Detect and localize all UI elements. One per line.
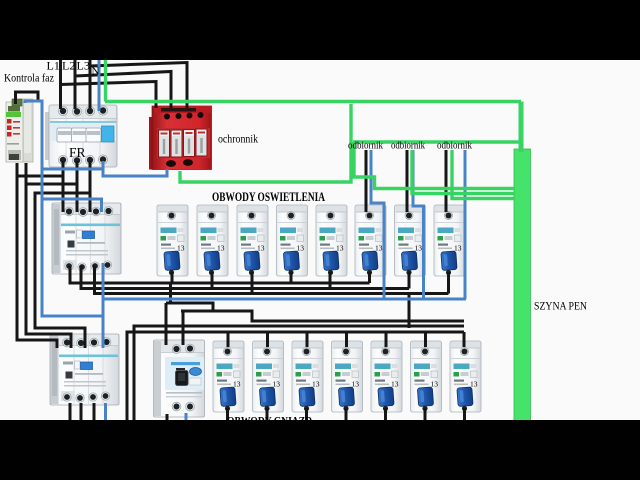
svg-text:SZYNA PEN: SZYNA PEN <box>534 301 588 313</box>
svg-text:Kontrola faz: Kontrola faz <box>4 71 54 85</box>
svg-text:FR: FR <box>69 145 86 160</box>
svg-text:odbiornik: odbiornik <box>348 141 383 152</box>
svg-text:ochronnik: ochronnik <box>218 132 258 146</box>
svg-text:L3: L3 <box>77 59 90 73</box>
svg-text:L2: L2 <box>62 59 75 73</box>
svg-text:L1: L1 <box>47 59 60 73</box>
svg-text:OBWODY OSWIETLENIA: OBWODY OSWIETLENIA <box>212 190 325 204</box>
svg-text:odbiornik: odbiornik <box>437 141 472 152</box>
svg-text:N: N <box>92 66 100 78</box>
svg-text:odbiornik: odbiornik <box>391 141 425 152</box>
